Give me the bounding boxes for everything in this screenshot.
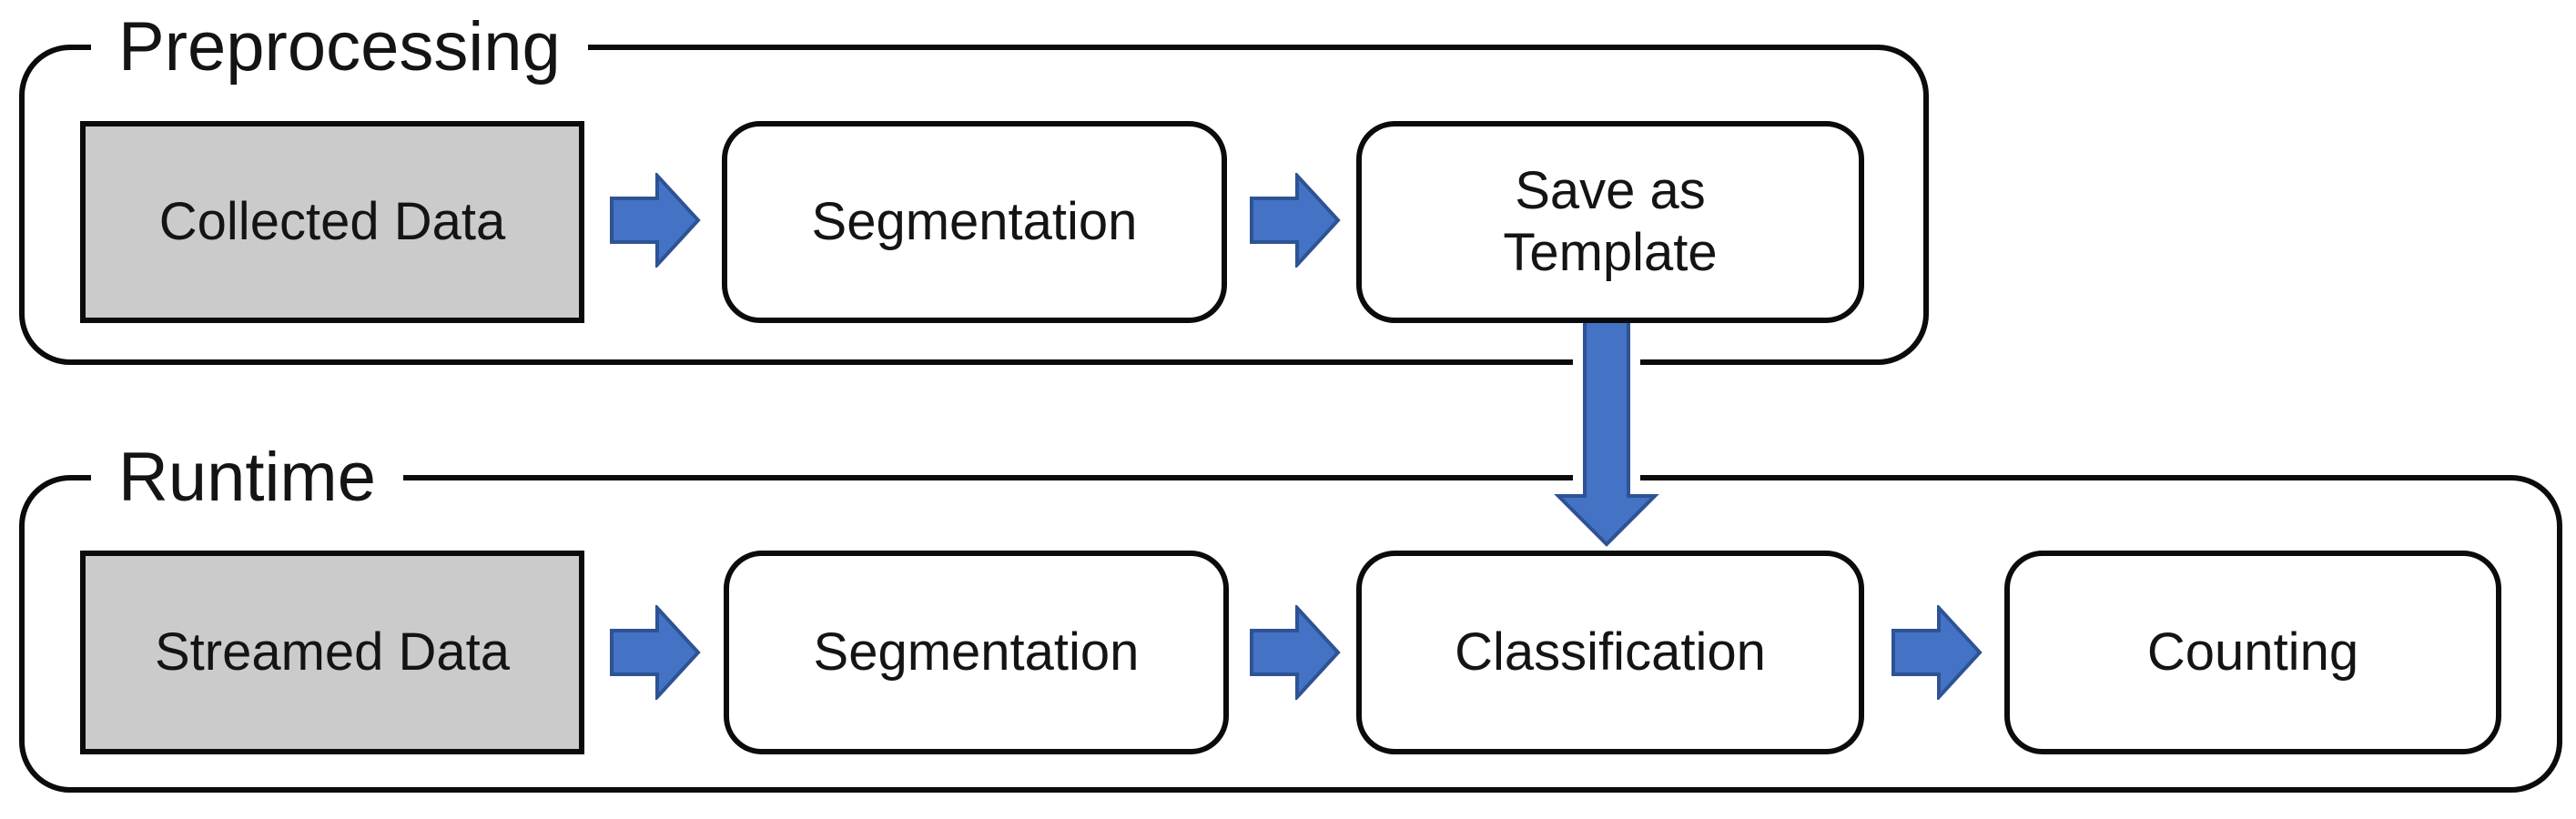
node-streamed-data-label: Streamed Data [154,622,511,682]
node-segmentation-preprocessing-label: Segmentation [811,191,1138,251]
node-save-as-template: Save as Template [1356,121,1864,323]
runtime-group-label: Runtime [91,437,403,519]
flow-arrow-right-icon [1891,605,1983,700]
node-segmentation-runtime: Segmentation [724,551,1229,754]
flow-arrow-right-icon [610,605,701,700]
node-classification-label: Classification [1455,622,1766,682]
runtime-group [19,475,2562,793]
node-streamed-data: Streamed Data [80,551,584,754]
node-classification: Classification [1356,551,1864,754]
node-segmentation-runtime-label: Segmentation [813,622,1140,682]
flow-arrow-right-icon [1250,605,1341,700]
node-counting-label: Counting [2146,622,2359,682]
node-segmentation-preprocessing: Segmentation [722,121,1227,323]
node-collected-data: Collected Data [80,121,584,323]
flow-arrow-right-icon [610,173,701,268]
flow-arrow-down-icon [1538,314,1675,555]
preprocessing-group-label: Preprocessing [91,6,588,88]
node-save-as-template-label: Save as Template [1503,160,1718,282]
node-counting: Counting [2004,551,2501,754]
preprocessing-group [19,45,1929,365]
node-collected-data-label: Collected Data [158,191,506,251]
flow-arrow-right-icon [1250,173,1341,268]
